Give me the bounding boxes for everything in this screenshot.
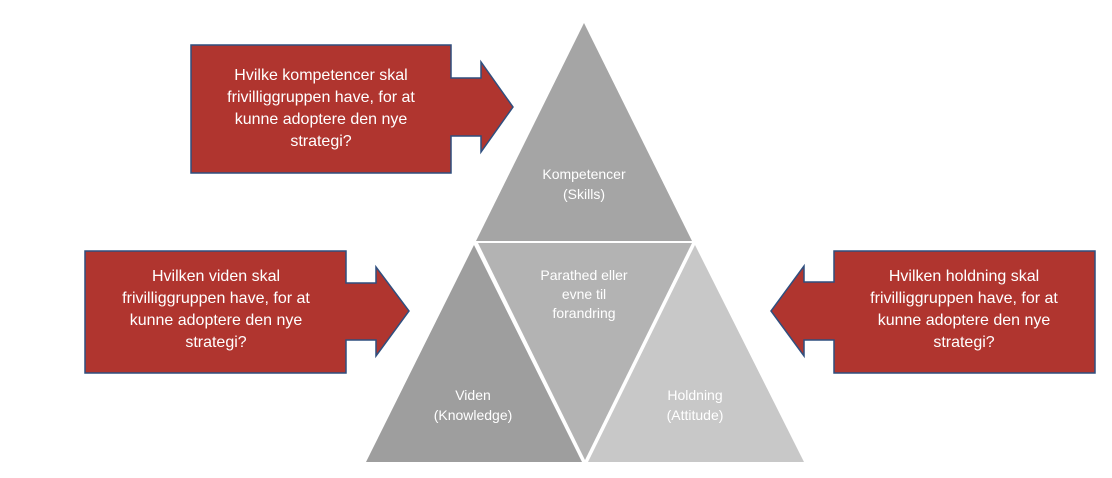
triangle-knowledge <box>366 245 582 462</box>
callout-knowledge-shape <box>84 250 410 374</box>
callout-knowledge: Hvilken viden skal frivilliggruppen have… <box>84 250 410 374</box>
callout-knowledge-line1: Hvilken viden skal <box>152 268 280 285</box>
knowledge-label: Viden <box>455 387 491 403</box>
callout-skills-line3: kunne adoptere den nye <box>235 111 408 128</box>
knowledge-sublabel: (Knowledge) <box>434 407 513 423</box>
callout-skills-line2: frivilliggruppen have, for at <box>227 89 415 106</box>
callout-knowledge-line2: frivilliggruppen have, for at <box>122 290 310 307</box>
triangle-skills <box>476 23 692 241</box>
skills-sublabel: (Skills) <box>563 186 605 202</box>
callout-skills: Hvilke kompetencer skal frivilliggruppen… <box>190 44 514 174</box>
triangle-readiness <box>478 243 692 460</box>
callout-skills-shape <box>190 44 514 174</box>
callout-attitude-line4: strategi? <box>933 334 994 351</box>
callout-attitude: Hvilken holdning skal frivilliggruppen h… <box>770 250 1096 374</box>
readiness-label-line3: forandring <box>552 305 615 321</box>
triangle-attitude <box>588 245 804 462</box>
skills-label: Kompetencer <box>542 166 626 182</box>
callout-attitude-line1: Hvilken holdning skal <box>889 268 1039 285</box>
callout-knowledge-line4: strategi? <box>185 334 246 351</box>
attitude-sublabel: (Attitude) <box>667 407 724 423</box>
callout-attitude-shape <box>770 250 1096 374</box>
readiness-label-line1: Parathed eller <box>540 267 628 283</box>
readiness-label-line2: evne til <box>562 286 606 302</box>
callout-attitude-line2: frivilliggruppen have, for at <box>870 290 1058 307</box>
attitude-label: Holdning <box>667 387 722 403</box>
callout-skills-line4: strategi? <box>290 133 351 150</box>
callout-skills-line1: Hvilke kompetencer skal <box>234 67 407 84</box>
callout-knowledge-line3: kunne adoptere den nye <box>130 312 303 329</box>
callout-attitude-line3: kunne adoptere den nye <box>878 312 1051 329</box>
